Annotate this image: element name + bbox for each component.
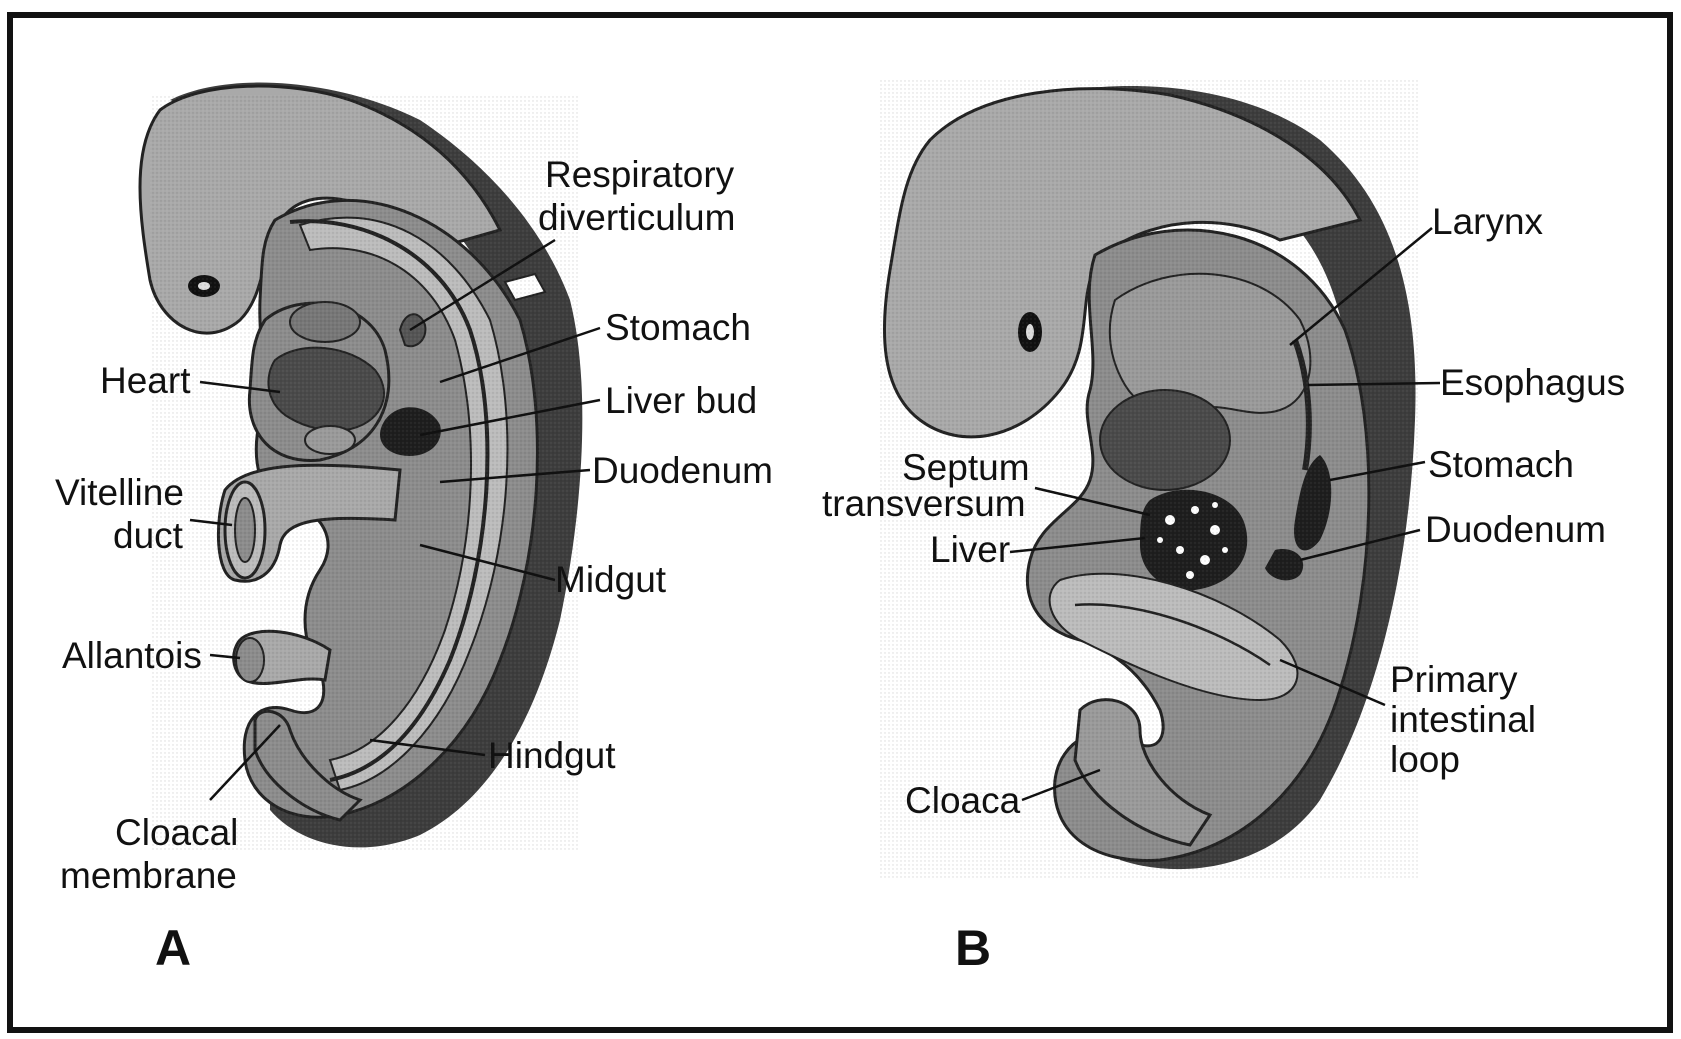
label-primary-line2: intestinal [1390, 699, 1536, 740]
label-primary-line3: loop [1390, 739, 1460, 780]
label-duodenum-a: Duodenum [592, 450, 773, 491]
panel-letter-b: B [955, 920, 991, 976]
label-duodenum-b: Duodenum [1425, 509, 1606, 550]
label-respiratory-line1: Respiratory [545, 154, 735, 195]
label-hindgut: Hindgut [488, 735, 616, 776]
label-esophagus: Esophagus [1440, 362, 1625, 403]
label-septum-line1: Septum [902, 447, 1030, 488]
label-septum-line2: transversum [822, 483, 1026, 524]
label-larynx: Larynx [1432, 201, 1544, 242]
label-heart: Heart [100, 360, 191, 401]
label-cloacal-line2: membrane [60, 855, 237, 896]
label-allantois: Allantois [62, 635, 202, 676]
label-cloacal-line1: Cloacal [115, 812, 238, 853]
label-liver: Liver [930, 529, 1010, 570]
label-midgut: Midgut [555, 559, 667, 600]
label-vitelline-line2: duct [113, 515, 184, 556]
label-liver-bud: Liver bud [605, 380, 757, 421]
label-stomach-b: Stomach [1428, 444, 1574, 485]
panel-letter-a: A [155, 920, 191, 976]
label-respiratory-line2: diverticulum [538, 197, 735, 238]
label-primary-line1: Primary [1390, 659, 1518, 700]
label-stomach-a: Stomach [605, 307, 751, 348]
label-cloaca: Cloaca [905, 780, 1021, 821]
label-vitelline-line1: Vitelline [55, 472, 184, 513]
